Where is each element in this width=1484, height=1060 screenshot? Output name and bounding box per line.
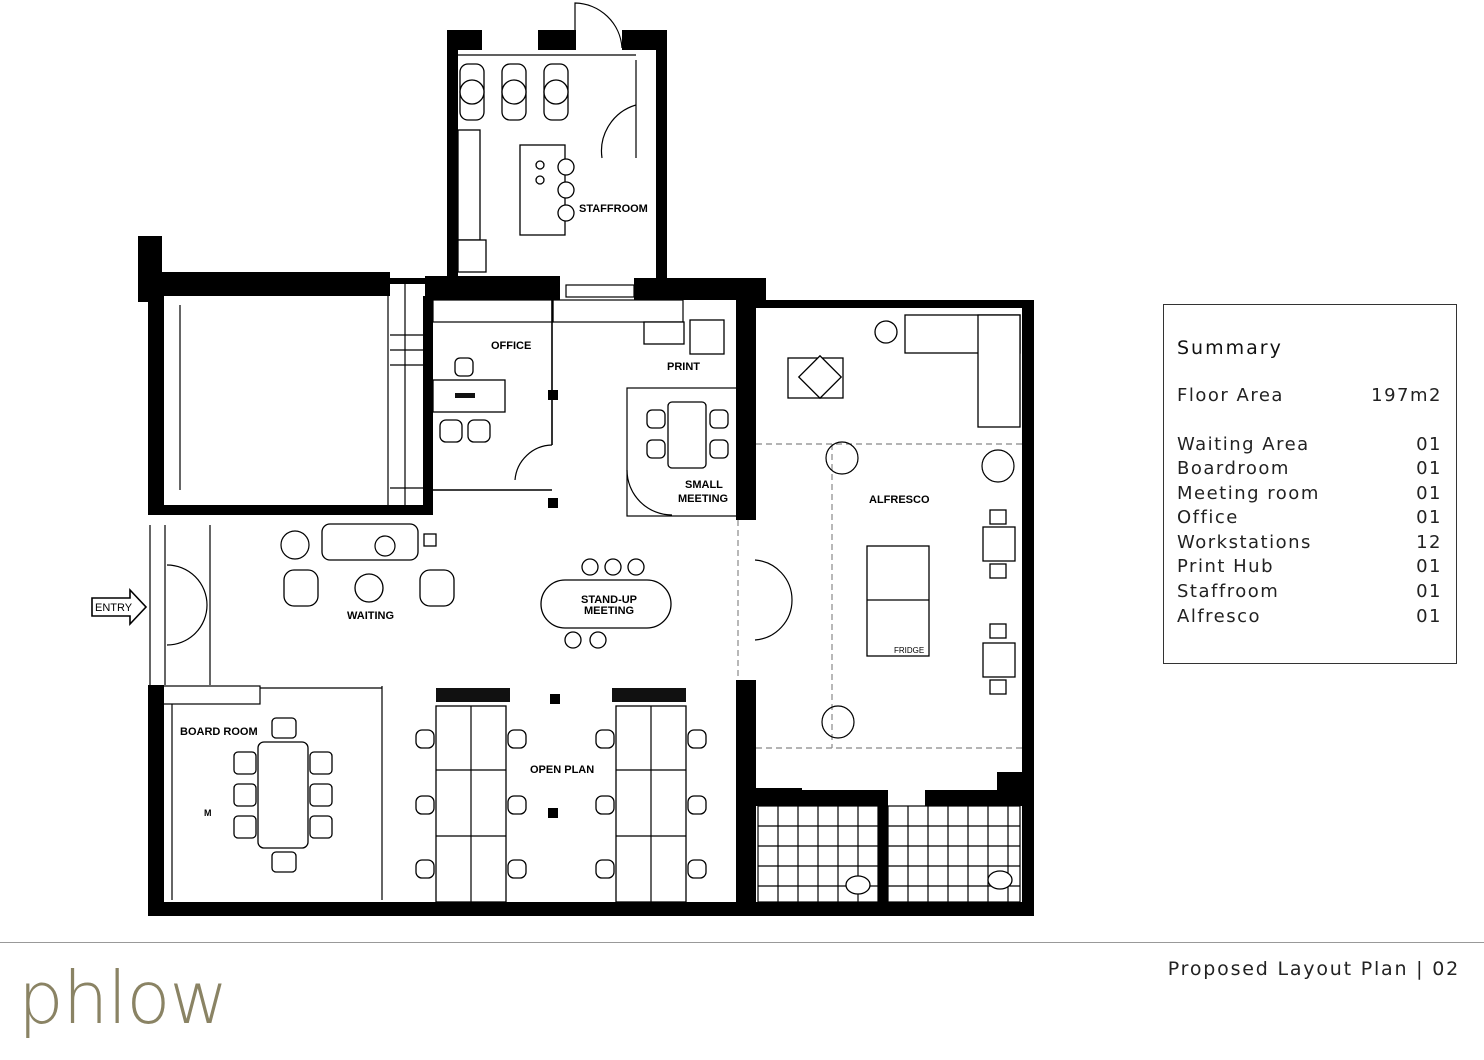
partitions	[149, 2, 1022, 900]
summary-row-value: 01	[1416, 434, 1442, 455]
label-standup-1: STAND-UP	[581, 594, 637, 606]
furniture	[91, 63, 1021, 903]
walls	[138, 30, 1034, 916]
label-small-meeting-2: MEETING	[678, 493, 728, 505]
summary-row: Print Hub 01	[1177, 556, 1442, 580]
label-small-meeting-1: SMALL	[685, 479, 723, 491]
summary-row-label: Staffroom	[1177, 581, 1280, 602]
summary-panel: Summary Floor Area 197m2 Waiting Area 01…	[1163, 304, 1457, 664]
summary-row-label: Waiting Area	[1177, 434, 1310, 455]
staffroom-chairs	[459, 63, 569, 121]
label-entry: ENTRY	[95, 602, 133, 614]
label-board-room: BOARD ROOM	[180, 726, 258, 738]
workstations-right	[612, 688, 687, 903]
toilet-tiles	[757, 805, 1021, 903]
label-alfresco: ALFRESCO	[869, 494, 930, 506]
floor-area-label: Floor Area	[1177, 385, 1284, 406]
columns	[548, 390, 560, 818]
label-open-plan: OPEN PLAN	[530, 764, 594, 776]
plants	[280, 441, 1015, 739]
summary-row-value: 01	[1416, 458, 1442, 479]
label-staffroom: STAFFROOM	[579, 203, 648, 215]
summary-row: Workstations 12	[1177, 532, 1442, 556]
summary-row: Alfresco 01	[1177, 606, 1442, 630]
summary-row-label: Workstations	[1177, 532, 1312, 553]
summary-row-value: 01	[1416, 556, 1442, 577]
summary-row-label: Meeting room	[1177, 483, 1320, 504]
phlow-logo: phlow	[18, 956, 228, 1040]
summary-row-label: Print Hub	[1177, 556, 1274, 577]
summary-row-value: 01	[1416, 507, 1442, 528]
summary-row-value: 01	[1416, 483, 1442, 504]
label-print: PRINT	[667, 361, 700, 373]
summary-row: Waiting Area 01	[1177, 434, 1442, 458]
footer-title: Proposed Layout Plan | 02	[1168, 958, 1460, 980]
workstations-left	[435, 688, 510, 903]
summary-row-value: 01	[1416, 581, 1442, 602]
summary-row-label: Alfresco	[1177, 606, 1262, 627]
summary-row: Boardroom 01	[1177, 458, 1442, 482]
footer-divider	[0, 942, 1484, 943]
summary-row: Staffroom 01	[1177, 581, 1442, 605]
label-standup-2: MEETING	[584, 605, 634, 617]
summary-row-label: Boardroom	[1177, 458, 1290, 479]
summary-row-label: Office	[1177, 507, 1239, 528]
floor-area-value: 197m2	[1371, 385, 1442, 406]
summary-row: Meeting room 01	[1177, 483, 1442, 507]
footer-page-number: 02	[1432, 958, 1460, 980]
alfresco-table-chairs	[797, 354, 843, 400]
summary-row-value: 01	[1416, 606, 1442, 627]
label-fridge: FRIDGE	[894, 646, 924, 655]
summary-title: Summary	[1177, 337, 1283, 359]
summary-row-value: 12	[1416, 532, 1442, 553]
room-labels: STAFFROOM OFFICE PRINT SMALL MEETING ALF…	[95, 203, 930, 818]
label-waiting: WAITING	[347, 610, 394, 622]
label-office: OFFICE	[491, 340, 531, 352]
summary-row: Office 01	[1177, 507, 1442, 531]
footer-title-text: Proposed Layout Plan	[1167, 958, 1409, 980]
label-m: M	[204, 808, 212, 818]
workstation-chairs	[415, 729, 707, 879]
footer-separator: |	[1416, 958, 1425, 980]
